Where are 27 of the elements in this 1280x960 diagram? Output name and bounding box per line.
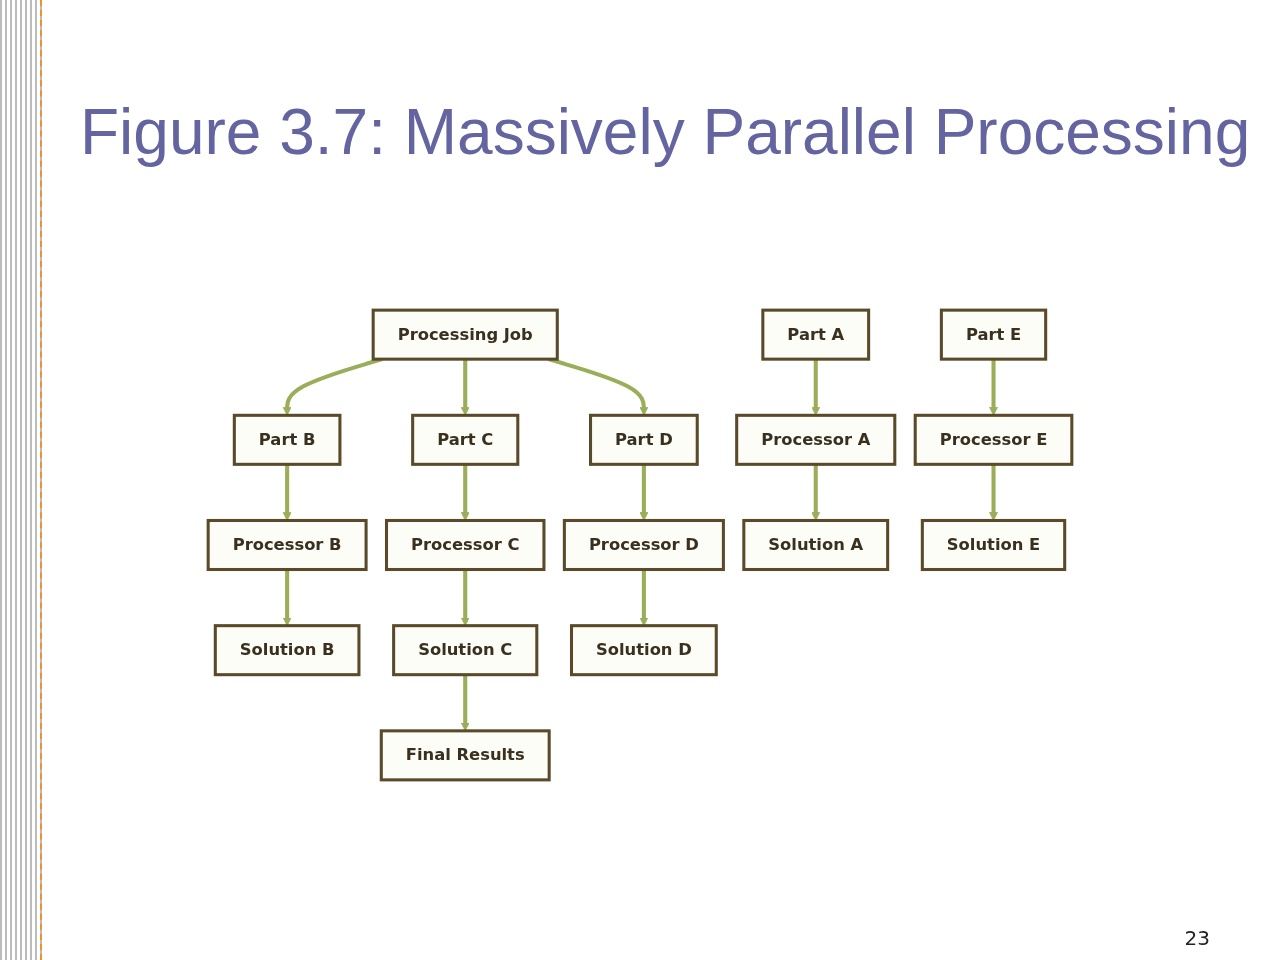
arrow [460, 359, 470, 416]
node-box: Processing Job [371, 308, 559, 361]
node-box: Processor D [562, 518, 725, 572]
node-box: Part C [411, 413, 520, 466]
node-box: Solution D [569, 624, 718, 677]
node-box: Final Results [379, 729, 551, 782]
title: Figure 3.7: Massively Parallel Processing [80, 95, 1251, 169]
node-box: Processor C [384, 518, 546, 572]
node-box: Part B [232, 413, 342, 466]
node-box: Solution C [392, 624, 539, 677]
node-box: Part D [589, 413, 699, 466]
node-box: Part E [939, 308, 1048, 361]
node-box: Processor A [735, 413, 897, 466]
node-box: Solution E [920, 518, 1067, 572]
node-box: Solution B [213, 624, 361, 677]
node-box: Solution A [742, 518, 890, 572]
node-box: Processor B [206, 518, 368, 572]
arrow [460, 464, 470, 521]
arrow [639, 464, 649, 521]
arrow [811, 359, 821, 416]
arrow [811, 464, 821, 521]
arrow [282, 464, 292, 521]
node-box: Processor E [913, 413, 1074, 466]
node-box: Part A [761, 308, 871, 361]
arrow [989, 359, 998, 416]
page-number: 23 [1184, 926, 1210, 950]
arrow [989, 464, 998, 521]
